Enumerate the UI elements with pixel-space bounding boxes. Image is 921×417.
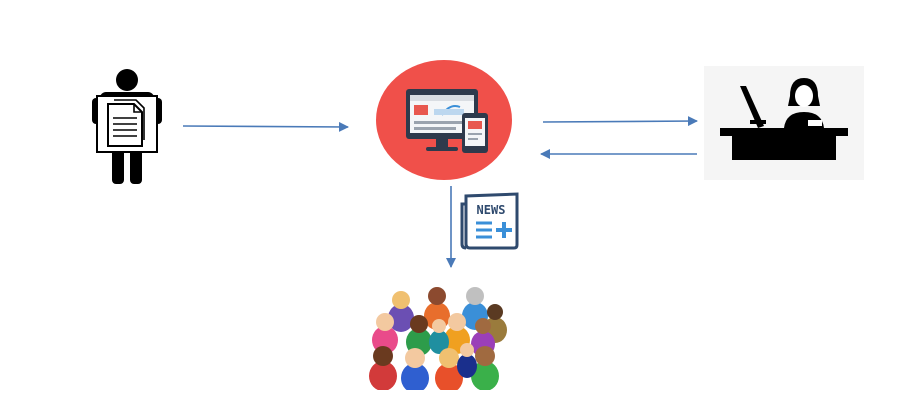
- edge-platform-to-staff: [542, 116, 698, 127]
- receptionist-at-desk-icon: [704, 66, 864, 180]
- newspaper-label: NEWS: [477, 203, 506, 217]
- newspaper-icon: NEWS: [458, 190, 520, 252]
- person-holding-document-icon: [88, 68, 166, 186]
- crowd-icon: [365, 280, 517, 390]
- edge-author-to-platform: [182, 121, 349, 132]
- web-platform-icon: [374, 59, 514, 181]
